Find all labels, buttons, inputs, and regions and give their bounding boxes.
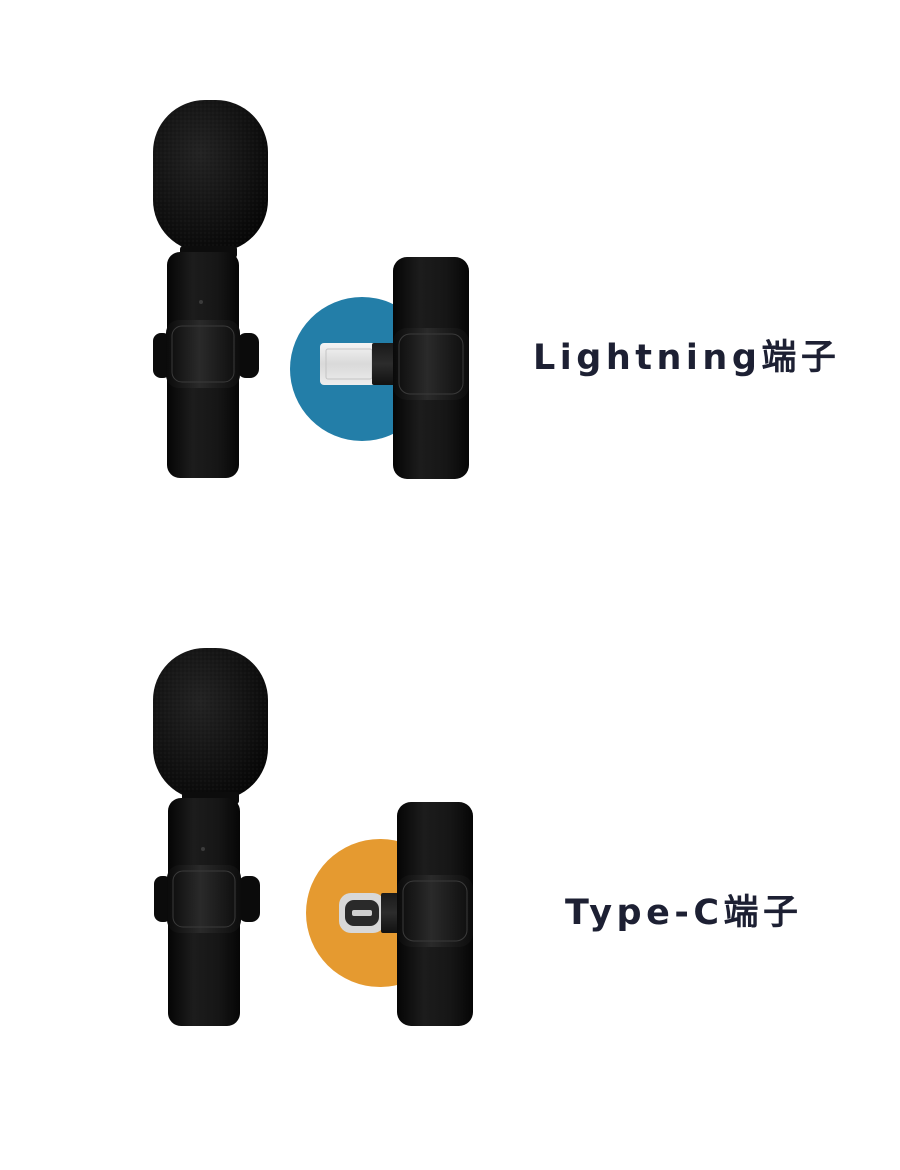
- indicator-light: [199, 300, 203, 304]
- microphone-foam-windscreen: [153, 648, 268, 800]
- indicator-light: [201, 847, 205, 851]
- typec-port-label: Type-C端子: [565, 893, 803, 933]
- lightning-microphone-illustration: [153, 100, 469, 479]
- usb-c-connector-icon: [339, 893, 401, 933]
- typec-receiver-body: [397, 802, 473, 1026]
- lightning-connector-icon: [320, 343, 398, 385]
- typec-microphone-illustration: [153, 648, 473, 1026]
- microphone-foam-windscreen: [153, 100, 268, 252]
- lightning-port-label: Lightning端子: [533, 338, 841, 378]
- microphone-transmitter-body: [153, 252, 259, 478]
- lightning-product-section: Lightning端子: [0, 0, 900, 560]
- lightning-receiver-body: [393, 257, 469, 479]
- microphone-transmitter-body: [154, 798, 260, 1026]
- typec-product-section: Type-C端子: [0, 560, 900, 1170]
